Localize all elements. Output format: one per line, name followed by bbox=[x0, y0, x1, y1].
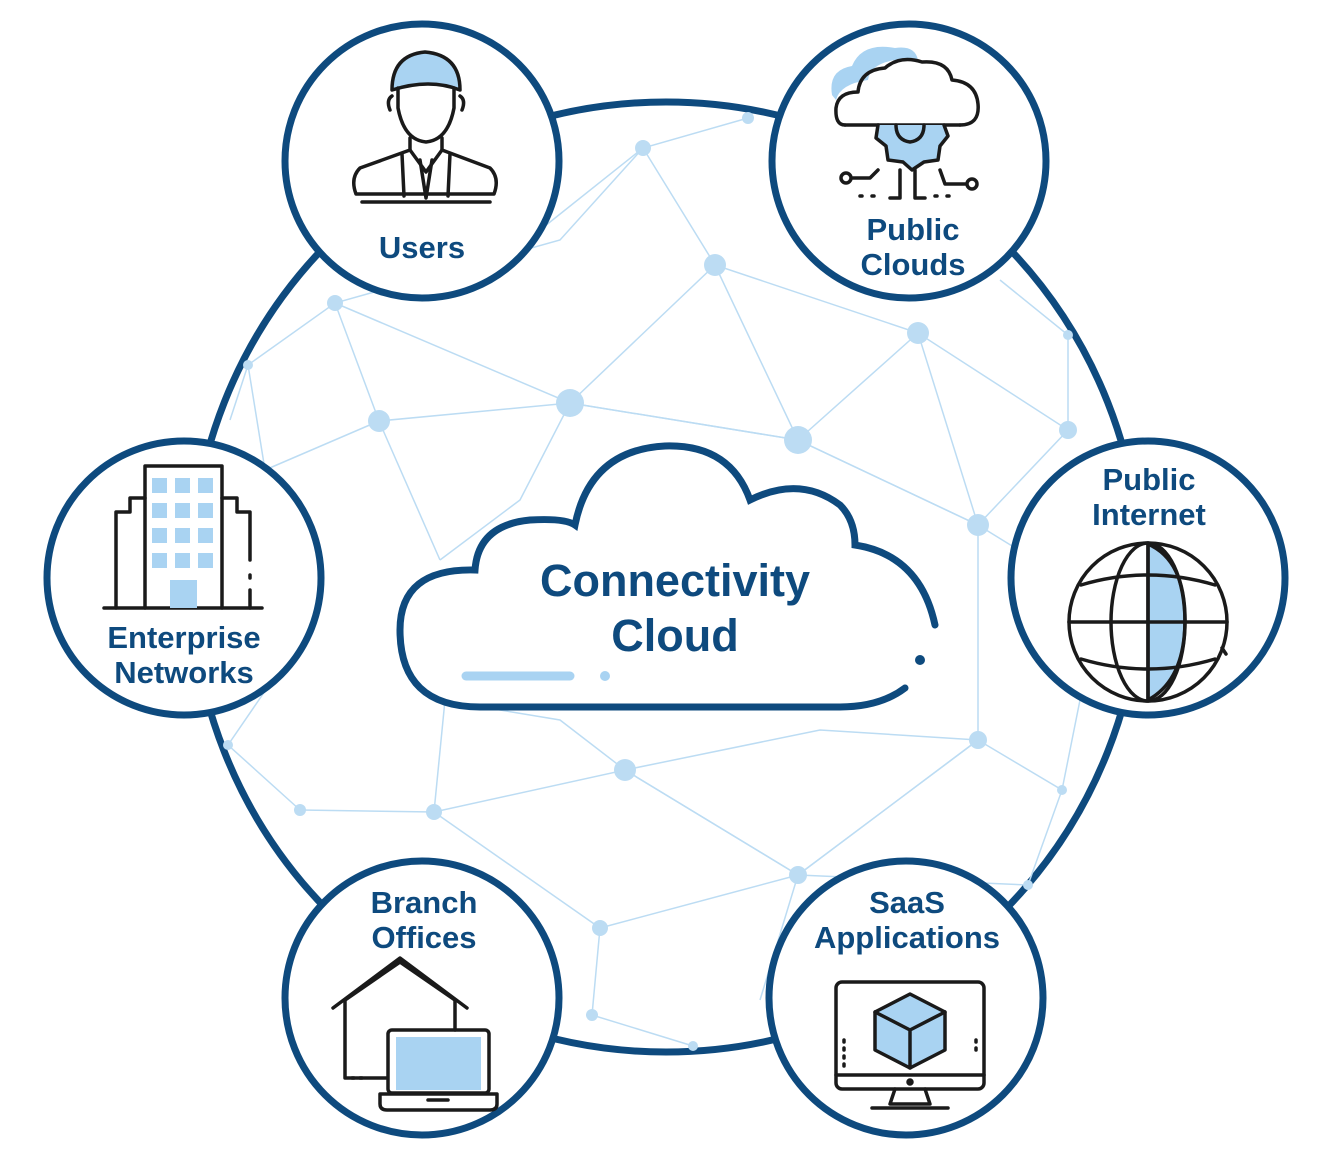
enterprise-label-line1: Enterprise bbox=[107, 620, 260, 655]
node-enterprise-networks: Enterprise Networks bbox=[43, 437, 325, 719]
public-internet-label-line1: Public bbox=[1102, 462, 1195, 497]
public-clouds-label-line1: Public bbox=[866, 212, 959, 247]
center-title-line1: Connectivity bbox=[540, 555, 810, 606]
network-nodes bbox=[223, 112, 1077, 1051]
public-clouds-label-line2: Clouds bbox=[860, 247, 965, 282]
node-public-internet: Public Internet bbox=[1007, 437, 1289, 719]
branch-label-line1: Branch bbox=[371, 885, 478, 920]
node-public-clouds: Public Clouds bbox=[768, 20, 1050, 302]
public-internet-label-line2: Internet bbox=[1092, 497, 1206, 532]
user-icon bbox=[352, 50, 498, 204]
saas-label-line2: Applications bbox=[814, 920, 1000, 955]
house-laptop-icon bbox=[331, 956, 499, 1112]
branch-label-line2: Offices bbox=[371, 920, 476, 955]
node-saas-applications: SaaS Applications bbox=[765, 857, 1047, 1139]
saas-label-line1: SaaS bbox=[869, 885, 945, 920]
users-label: Users bbox=[379, 230, 465, 265]
node-branch-offices: Branch Offices bbox=[281, 857, 563, 1139]
central-cloud: Connectivity Cloud bbox=[396, 442, 939, 711]
office-building-icon bbox=[102, 464, 264, 610]
node-users: Users bbox=[281, 20, 563, 302]
cloud-gear-icon bbox=[831, 46, 980, 200]
enterprise-label-line2: Networks bbox=[114, 655, 254, 690]
center-title-line2: Cloud bbox=[611, 610, 738, 661]
monitor-cube-icon bbox=[834, 980, 986, 1110]
globe-icon bbox=[1067, 541, 1229, 703]
